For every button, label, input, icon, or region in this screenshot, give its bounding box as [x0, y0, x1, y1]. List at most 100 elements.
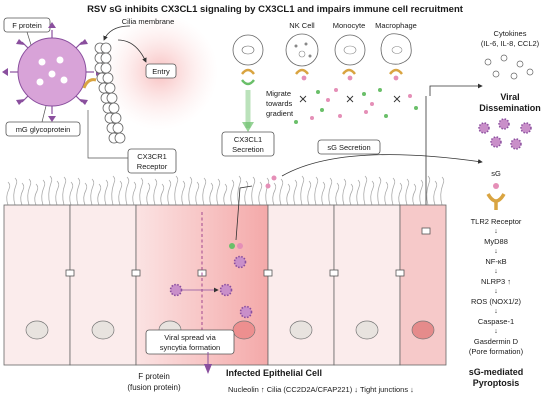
- entry-arrow: [117, 39, 147, 63]
- viral-dissemination-label-2: Dissemination: [479, 103, 541, 113]
- cilium: [181, 180, 186, 206]
- cx3cr1-label-box: [127, 148, 177, 174]
- epithelial-cilia: [6, 175, 445, 206]
- receptor-y-icon: [82, 78, 97, 89]
- pathway-step-1: TLR2 Receptor: [471, 217, 522, 226]
- f-protein-fusion-icon: [204, 364, 212, 374]
- pyroptosis-pathway: TLR2 Receptor ↓ MyD88 ↓ NF-κB ↓ NLRP3 ↑ …: [469, 217, 524, 356]
- pathway-step-6: Caspase-1: [478, 317, 514, 326]
- cilium: [6, 181, 11, 206]
- cilium: [419, 179, 424, 206]
- cilium: [314, 176, 319, 206]
- cilium: [377, 176, 382, 206]
- entry-label: Entry: [152, 67, 170, 76]
- svg-text:↓: ↓: [494, 308, 498, 315]
- monocyte-label: Monocyte: [333, 21, 366, 30]
- pathway-step-8: (Pore formation): [469, 347, 524, 356]
- cilium: [328, 177, 333, 206]
- cilium: [209, 182, 214, 206]
- cilium: [384, 181, 389, 206]
- svg-text:↓: ↓: [494, 328, 498, 335]
- infected-cell-label: Infected Epithelial Cell: [226, 368, 322, 378]
- nk-cell-label: NK Cell: [289, 21, 315, 30]
- cilium: [433, 180, 438, 206]
- cilium: [391, 177, 396, 206]
- cilium: [62, 176, 67, 206]
- cilium: [146, 182, 151, 206]
- cilium: [76, 177, 81, 206]
- sg-secretion-label-box: [317, 139, 381, 155]
- cilium: [363, 175, 368, 206]
- cx3cr1-line: [87, 110, 128, 159]
- cilium: [97, 183, 102, 206]
- cilium: [55, 180, 60, 206]
- cilium: [69, 181, 74, 206]
- blocked-x-icons: [299, 95, 401, 103]
- viral-spread-label-2: syncytia formation: [160, 343, 220, 352]
- f-protein-fusion-label-1: F protein: [138, 372, 170, 381]
- epithelial-cell: [3, 204, 71, 366]
- cilium: [272, 182, 277, 206]
- cilium: [174, 175, 179, 206]
- f-protein-label: F protein: [12, 21, 42, 30]
- svg-text:↓: ↓: [494, 228, 498, 235]
- mg-glycoprotein-label-box: [5, 121, 81, 137]
- cilium: [265, 177, 270, 206]
- cilia-membrane-label: Cilia membrane: [122, 17, 175, 26]
- pyroptosis-label-1: sG-mediated: [469, 367, 524, 377]
- cilium: [202, 177, 207, 206]
- immune-cells: NK Cell Monocyte Macrophage: [232, 21, 417, 86]
- sg-icon: [493, 183, 499, 189]
- cilium: [41, 179, 46, 206]
- cilium: [286, 183, 291, 206]
- cilia-membrane-arrow: [103, 25, 131, 41]
- cilium: [223, 183, 228, 206]
- cilium: [160, 183, 165, 206]
- cilium: [307, 180, 312, 206]
- cx3cl1-label-2: Secretion: [232, 145, 264, 154]
- cilium: [426, 175, 431, 206]
- cx3cr1-label-1: CX3CR1: [137, 152, 167, 161]
- cilium-stack: [94, 42, 126, 144]
- cilium: [405, 178, 410, 206]
- entry-label-box: [145, 63, 177, 79]
- sg-secretion-label: sG Secretion: [327, 143, 370, 152]
- cilium: [342, 178, 347, 206]
- cilium: [48, 175, 53, 206]
- cilium: [293, 179, 298, 206]
- cilium: [111, 175, 116, 206]
- cilium: [188, 176, 193, 206]
- rsv-virion-icon: [2, 22, 102, 122]
- cilium: [356, 179, 361, 206]
- cilium: [300, 175, 305, 206]
- f-protein-fusion-label-2: (fusion protein): [127, 383, 181, 392]
- pyroptosis-label-2: Pyroptosis: [473, 378, 520, 388]
- cilium: [27, 178, 32, 206]
- cilium: [195, 181, 200, 206]
- svg-text:↓: ↓: [494, 268, 498, 275]
- migrate-label-2: towards: [266, 99, 293, 108]
- epithelial-cell: [69, 204, 137, 366]
- cilium: [230, 179, 235, 206]
- sg-label: sG: [491, 169, 501, 178]
- cilium: [244, 180, 249, 206]
- cilium: [237, 175, 242, 206]
- svg-text:↓: ↓: [494, 248, 498, 255]
- cilium: [83, 182, 88, 206]
- viral-spread-label-box: [145, 329, 235, 355]
- cilium: [167, 179, 172, 206]
- cytokines-arrow: [429, 83, 483, 96]
- pathway-step-2: MyD88: [484, 237, 508, 246]
- cilium: [335, 182, 340, 206]
- disseminated-virus-icons: [478, 118, 532, 150]
- nk-cell-icon: [285, 33, 319, 67]
- cilium: [104, 179, 109, 206]
- cilium: [321, 181, 326, 206]
- cilium: [398, 182, 403, 206]
- viral-dissemination-label-1: Viral: [500, 92, 519, 102]
- cilium: [139, 177, 144, 206]
- cytokines-label-2: (IL-6, IL-8, CCL2): [481, 39, 540, 48]
- viral-spread-label-1: Viral spread via: [164, 333, 216, 342]
- svg-text:↓: ↓: [494, 288, 498, 295]
- macrophage-label: Macrophage: [375, 21, 417, 30]
